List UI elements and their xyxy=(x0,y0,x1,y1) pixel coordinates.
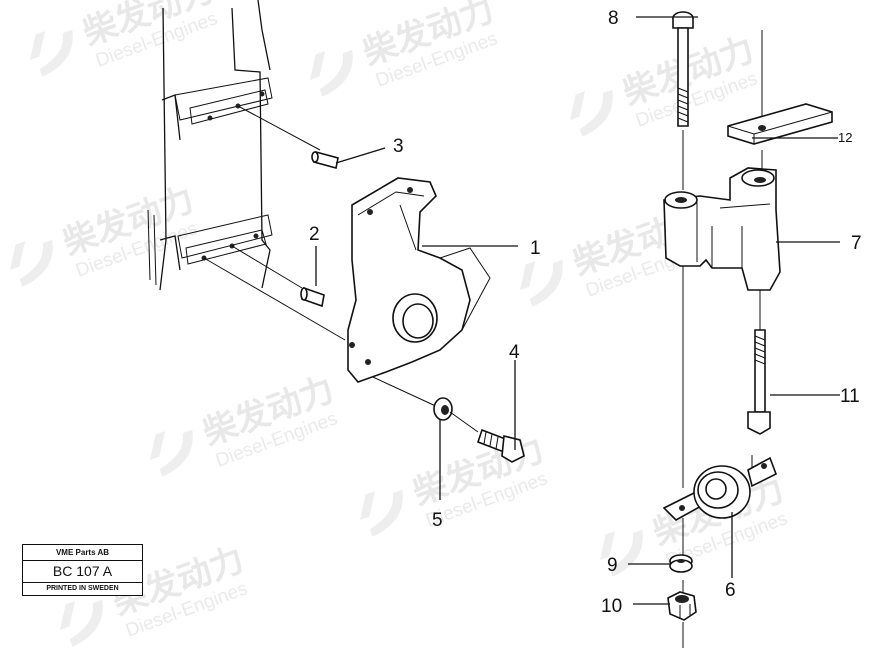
callout-2: 2 xyxy=(309,224,320,245)
part-5-washer xyxy=(433,397,453,421)
alignment-lines-right xyxy=(682,30,763,648)
part-12-plate xyxy=(727,103,833,145)
stamp-printed: PRINTED IN SWEDEN xyxy=(46,585,119,592)
callout-4: 4 xyxy=(509,342,520,363)
callout-labels: 3 2 1 4 5 8 12 7 11 6 9 10 xyxy=(309,8,862,617)
watermark: 柴发动力 Diesel-Engines xyxy=(30,0,220,77)
part-3-dowel-pin xyxy=(311,151,339,169)
part-4-bolt xyxy=(476,428,525,463)
part-11-bolt xyxy=(747,329,771,435)
callout-7: 7 xyxy=(851,233,862,254)
stamp-company: VME Parts AB xyxy=(23,546,142,561)
callout-10: 10 xyxy=(601,596,622,617)
callout-6: 6 xyxy=(725,580,736,601)
callout-5: 5 xyxy=(432,510,443,531)
part-2-dowel-pin xyxy=(300,286,325,308)
callout-9: 9 xyxy=(607,555,618,576)
callout-3: 3 xyxy=(393,136,404,157)
callout-1: 1 xyxy=(530,238,541,259)
parts-reference-stamp: VME Parts AB BC 107 A PRINTED IN SWEDEN xyxy=(22,544,143,596)
leader-lines xyxy=(315,16,840,605)
stamp-code: BC 107 A xyxy=(23,560,142,583)
part-7-mount-bracket xyxy=(663,167,781,291)
watermark: 柴发动力 Diesel-Engines xyxy=(360,429,550,537)
watermark: 柴发动力 Diesel-Engines xyxy=(150,369,340,477)
part-1-bracket xyxy=(347,177,491,383)
engine-block xyxy=(147,0,273,291)
watermark: 柴发动力 Diesel-Engines xyxy=(310,0,500,97)
part-10-nut xyxy=(667,591,697,621)
callout-11: 11 xyxy=(840,386,860,407)
part-6-bushing xyxy=(662,456,778,521)
alignment-lines-left xyxy=(203,105,441,409)
part-9-washer xyxy=(669,554,693,573)
callout-8: 8 xyxy=(608,8,619,29)
part-8-long-bolt xyxy=(672,11,694,127)
callout-12: 12 xyxy=(838,130,852,145)
bolt-axis-line xyxy=(449,411,479,433)
